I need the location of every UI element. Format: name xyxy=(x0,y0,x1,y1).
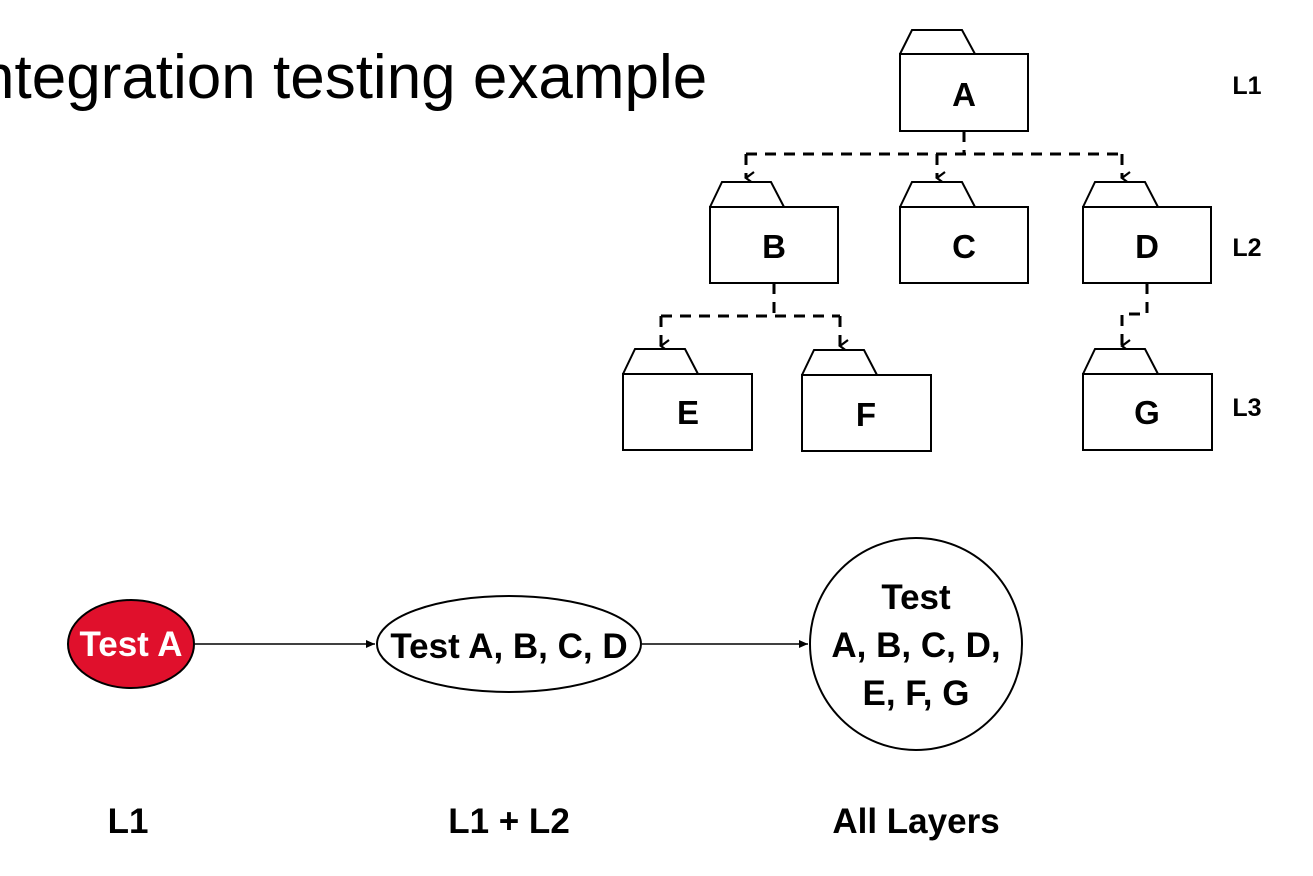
step1-caption: L1 xyxy=(108,802,149,841)
step2-caption: L1 + L2 xyxy=(448,802,570,841)
test-flow: Test A Test A, B, C, D Test A, B, C, D, … xyxy=(67,537,1023,841)
module-e xyxy=(622,348,753,451)
module-label-c: C xyxy=(952,228,976,265)
step3-caption: All Layers xyxy=(832,802,999,841)
level-label-3: L3 xyxy=(1232,394,1261,422)
module-c xyxy=(899,181,1029,284)
module-label-g: G xyxy=(1134,394,1160,431)
module-g xyxy=(1082,348,1213,451)
module-b xyxy=(709,181,839,284)
step1-ellipse xyxy=(67,599,195,689)
module-label-e: E xyxy=(677,394,699,431)
module-d xyxy=(1082,181,1212,284)
dependency-connectors xyxy=(659,131,1149,353)
module-a xyxy=(899,29,1029,132)
module-boxes xyxy=(622,29,1213,452)
step2-ellipse xyxy=(376,595,642,693)
connector-d-g xyxy=(1120,283,1149,353)
module-f xyxy=(801,349,932,452)
step2-text: Test A, B, C, D xyxy=(390,627,627,666)
module-label-b: B xyxy=(762,228,786,265)
slide-title: ntegration testing example xyxy=(0,43,708,112)
step3-line-2: A, B, C, D, xyxy=(831,626,1000,665)
module-label-d: D xyxy=(1135,228,1159,265)
level-label-2: L2 xyxy=(1232,234,1261,262)
level-label-1: L1 xyxy=(1232,72,1261,100)
step3-line-1: Test xyxy=(881,578,951,617)
step3-circle xyxy=(809,537,1023,751)
step1-text: Test A xyxy=(79,625,182,664)
module-label-f: F xyxy=(856,396,876,433)
step3-line-3: E, F, G xyxy=(863,674,970,713)
module-label-a: A xyxy=(952,76,976,113)
